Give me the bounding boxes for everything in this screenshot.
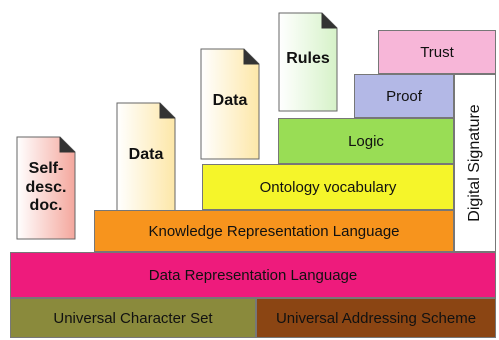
digital-signature-label: Digital Signature: [466, 104, 483, 222]
doc-label: Data: [128, 146, 164, 163]
layer-label: Universal Addressing Scheme: [275, 309, 477, 327]
layer-label: Logic: [348, 132, 384, 150]
layer-universal-character-set: Universal Character Set: [10, 298, 256, 338]
document-icon: [200, 48, 260, 160]
doc-self-desc: Self- desc. doc.: [16, 136, 76, 240]
doc-label: Rules: [286, 50, 330, 67]
layer-data-representation-language: Data Representation Language: [10, 252, 496, 298]
layer-label: Knowledge Representation Language: [148, 222, 400, 240]
doc-data-1: Data: [116, 102, 176, 228]
layer-label: Trust: [420, 43, 454, 61]
doc-rules: Rules: [278, 12, 338, 112]
layer-knowledge-representation-language: Knowledge Representation Language: [94, 210, 454, 252]
doc-label: Data: [212, 92, 248, 109]
layer-proof: Proof: [354, 74, 454, 118]
layer-universal-addressing-scheme: Universal Addressing Scheme: [256, 298, 496, 338]
digital-signature-column: Digital Signature: [454, 74, 496, 252]
doc-data-2: Data: [200, 48, 260, 160]
layer-label: Ontology vocabulary: [259, 178, 397, 196]
layer-label: Data Representation Language: [148, 266, 358, 284]
layer-trust: Trust: [378, 30, 496, 74]
document-icon: [16, 136, 76, 240]
layer-label: Universal Character Set: [53, 309, 213, 327]
document-icon: [278, 12, 338, 112]
layer-label: Proof: [386, 87, 422, 105]
layer-logic: Logic: [278, 118, 454, 164]
document-icon: [116, 102, 176, 228]
doc-label: Self- desc. doc.: [25, 160, 67, 215]
layer-ontology-vocabulary: Ontology vocabulary: [202, 164, 454, 210]
